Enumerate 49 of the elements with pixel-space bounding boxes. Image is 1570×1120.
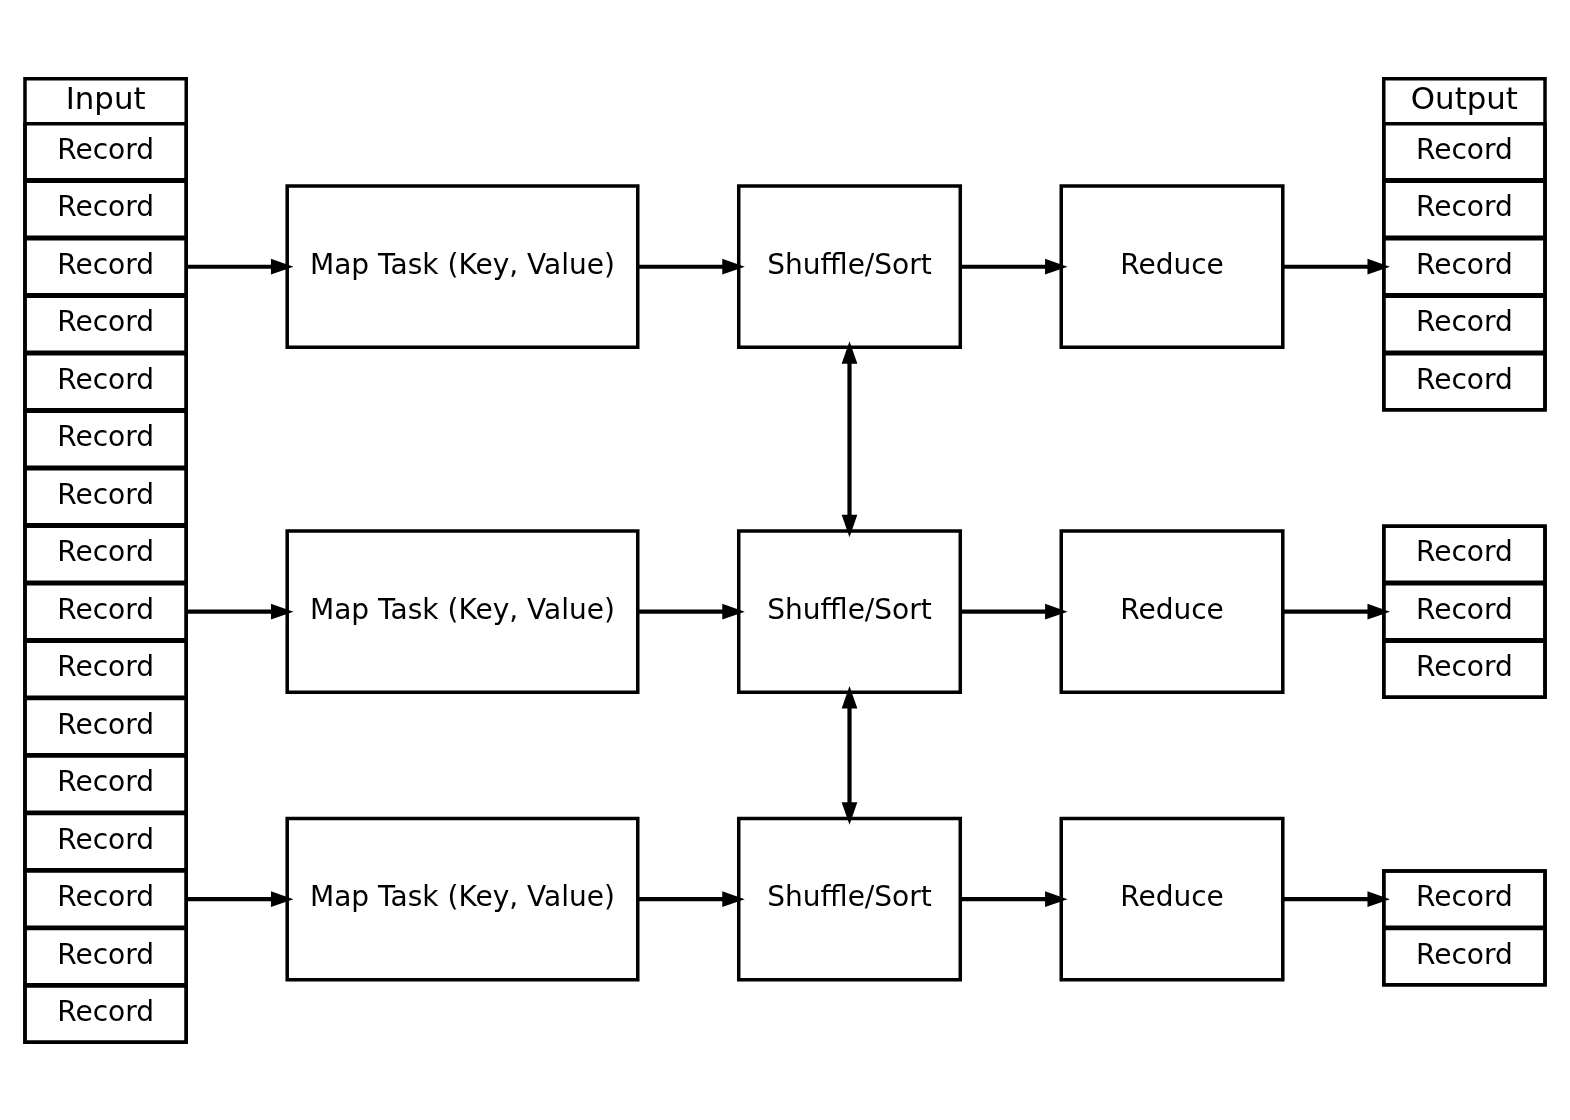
arrow	[960, 890, 1068, 907]
arrow	[186, 890, 294, 907]
node-box: Record	[23, 638, 188, 699]
node-box: Record	[23, 753, 188, 814]
node-box: Record	[23, 581, 188, 641]
node-box: Record	[1382, 178, 1547, 239]
node-box: Record	[23, 811, 188, 871]
node-box: Record	[1382, 581, 1547, 641]
arrow	[960, 258, 1068, 275]
node-box: Map Task (Key, Value)	[285, 528, 640, 694]
arrow	[638, 603, 745, 620]
arrow	[186, 603, 294, 620]
node-box: Record	[23, 466, 188, 526]
arrow	[841, 340, 858, 537]
node-box: Record	[23, 178, 188, 239]
node-box: Record	[23, 293, 188, 354]
node-box: Record	[1382, 926, 1547, 986]
node-box: Record	[1382, 121, 1547, 182]
arrow	[638, 258, 745, 275]
node-box: Shuffle/Sort	[736, 528, 963, 694]
node-box: Shuffle/Sort	[736, 183, 963, 349]
node-box: Map Task (Key, Value)	[285, 816, 640, 982]
node-box: Reduce	[1059, 528, 1285, 694]
arrow	[1282, 890, 1390, 907]
arrow	[638, 890, 745, 907]
arrow	[1282, 603, 1390, 620]
arrow	[1282, 258, 1390, 275]
arrow	[841, 685, 858, 825]
node-box: Record	[23, 983, 188, 1044]
node-box: Reduce	[1059, 816, 1285, 982]
node-box: Record	[1382, 868, 1547, 929]
node-box: Record	[1382, 236, 1547, 297]
arrow	[960, 603, 1068, 620]
node-box: Shuffle/Sort	[736, 816, 963, 982]
node-box: Record	[1382, 293, 1547, 354]
node-box: Record	[1382, 638, 1547, 699]
node-box: Record	[1382, 351, 1547, 411]
node-box: Record	[23, 121, 188, 182]
node-box: Reduce	[1059, 183, 1285, 349]
node-box: Record	[23, 236, 188, 297]
node-box: Record	[1382, 523, 1547, 584]
node-box: Record	[23, 696, 188, 756]
node-box: Record	[23, 926, 188, 986]
node-box: Map Task (Key, Value)	[285, 183, 640, 349]
node-box: Record	[23, 351, 188, 411]
node-box: Record	[23, 523, 188, 584]
node-box: Record	[23, 408, 188, 469]
node-box: Record	[23, 868, 188, 929]
arrow	[186, 258, 294, 275]
